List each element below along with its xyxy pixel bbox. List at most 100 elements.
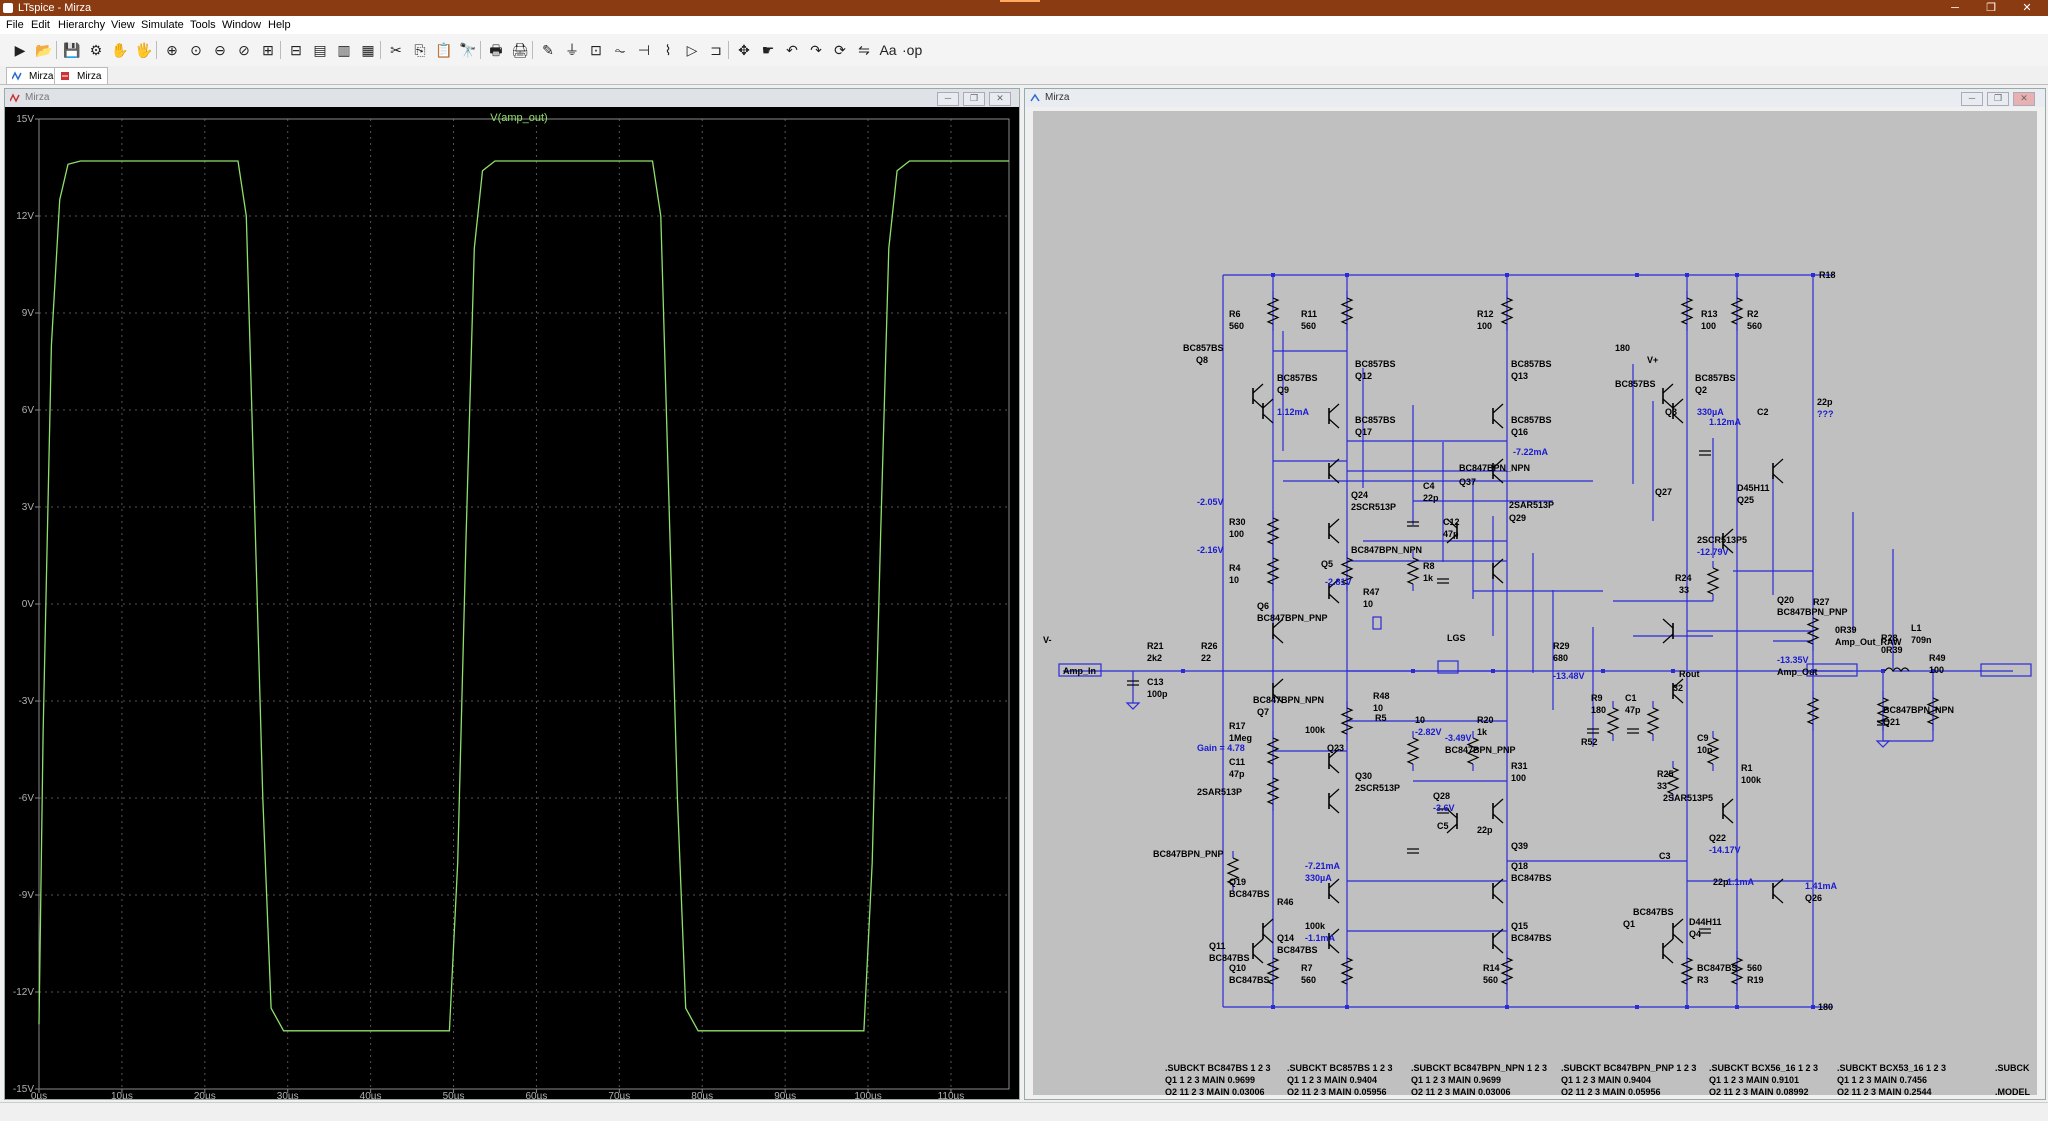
tile-v-icon[interactable]: ▥ <box>337 42 351 58</box>
component-icon[interactable]: ⊐ <box>710 42 722 58</box>
schematic-label[interactable]: -3.6V <box>1433 803 1455 813</box>
schematic-label[interactable]: Q27 <box>1655 487 1672 497</box>
minimize-icon[interactable]: ─ <box>1951 2 1959 14</box>
schematic-label[interactable]: R26 <box>1201 641 1218 651</box>
schematic-label[interactable]: -13.35V <box>1777 655 1809 665</box>
schematic-label[interactable]: R18 <box>1819 270 1836 280</box>
cancel-zoom-icon[interactable]: ⊘ <box>238 42 250 58</box>
schematic-label[interactable]: BC847BPN_NPN <box>1351 545 1422 555</box>
schematic-label[interactable]: 1Meg <box>1229 733 1252 743</box>
menu-tools[interactable]: Tools <box>190 19 216 31</box>
schematic-label[interactable]: 560 <box>1301 975 1316 985</box>
schematic-label[interactable]: BC857BS <box>1355 415 1396 425</box>
schematic-label[interactable]: Q1 <box>1623 919 1635 929</box>
schematic-label[interactable]: V+ <box>1647 355 1658 365</box>
schematic-label[interactable]: 100k <box>1741 775 1762 785</box>
grid-icon[interactable]: ⊟ <box>290 42 302 58</box>
schematic-label[interactable]: Q8 <box>1196 355 1208 365</box>
schematic-label[interactable]: 100 <box>1511 773 1526 783</box>
schematic-label[interactable]: Q30 <box>1355 771 1372 781</box>
schematic-label[interactable]: R27 <box>1813 597 1830 607</box>
drag-icon[interactable]: ☛ <box>761 42 775 58</box>
schematic-label[interactable]: C1 <box>1625 693 1637 703</box>
schematic-label[interactable]: 47p <box>1625 705 1641 715</box>
schematic-label[interactable]: BC857BS <box>1183 343 1224 353</box>
schematic-label[interactable]: 10 <box>1373 703 1383 713</box>
schematic-label[interactable]: 2SCR513P <box>1351 502 1396 512</box>
schematic-label[interactable]: 560 <box>1229 321 1244 331</box>
schematic-label[interactable]: R47 <box>1363 587 1380 597</box>
schematic-label[interactable]: R28 <box>1881 633 1898 643</box>
schematic-label[interactable]: R2 <box>1747 309 1759 319</box>
subckt-line[interactable]: Q1 1 2 3 MAIN 0.9101 <box>1709 1075 1799 1085</box>
schematic-label[interactable]: C2 <box>1757 407 1769 417</box>
schematic-label[interactable]: 100p <box>1147 689 1168 699</box>
schematic-label[interactable]: Amp_Out_RAW <box>1835 637 1902 647</box>
halt-icon[interactable]: ✋ <box>111 42 129 58</box>
schematic-label[interactable]: 2SAR513P5 <box>1663 793 1713 803</box>
schematic-label[interactable]: 560 <box>1301 321 1316 331</box>
schematic-label[interactable]: R52 <box>1581 737 1598 747</box>
schematic-label[interactable]: 1k <box>1423 573 1434 583</box>
schematic-close-icon[interactable]: ✕ <box>2013 92 2035 106</box>
schematic-label[interactable]: BC847BPN_PNP <box>1153 849 1224 859</box>
schematic-label[interactable]: Amp_Out <box>1777 667 1818 677</box>
schematic-label[interactable]: 33 <box>1679 585 1689 595</box>
schematic-label[interactable]: R4 <box>1229 563 1241 573</box>
pan-hand-icon[interactable]: 🖐 <box>135 42 153 58</box>
schematic-label[interactable]: LGS <box>1447 633 1466 643</box>
mirror-icon[interactable]: ⇋ <box>858 42 870 58</box>
schematic-label[interactable]: L1 <box>1911 623 1922 633</box>
schematic-label[interactable]: 2SAR513P <box>1197 787 1242 797</box>
schematic-label[interactable]: D45H11 <box>1737 483 1770 493</box>
schematic-label[interactable]: Q10 <box>1229 963 1246 973</box>
schematic-label[interactable]: R30 <box>1229 517 1246 527</box>
schematic-label[interactable]: BC847BS <box>1229 889 1270 899</box>
pane-restore-icon[interactable]: ❐ <box>963 92 985 106</box>
menu-window[interactable]: Window <box>222 19 262 31</box>
schematic-label[interactable]: 22p <box>1817 397 1833 407</box>
autorange-icon[interactable]: ⊞ <box>262 42 274 58</box>
schematic-label[interactable]: BC847BPN_PNP <box>1257 613 1328 623</box>
schematic-label[interactable]: -14.17V <box>1709 845 1741 855</box>
schematic-label[interactable]: R25 <box>1657 769 1674 779</box>
close-icon[interactable]: ✕ <box>2022 2 2032 14</box>
subckt-line[interactable]: .SUBCK <box>1995 1063 2030 1073</box>
schematic-label[interactable]: R14 <box>1483 963 1500 973</box>
print-icon[interactable]: 🖶 <box>489 42 503 58</box>
schematic-label[interactable]: R7 <box>1301 963 1313 973</box>
redo-icon[interactable]: ↷ <box>810 42 822 58</box>
schematic-label[interactable]: R3 <box>1697 975 1709 985</box>
schematic-label[interactable]: 100 <box>1929 665 1944 675</box>
schematic-label[interactable]: R5 <box>1375 713 1387 723</box>
schematic-label[interactable]: R6 <box>1229 309 1241 319</box>
schematic-label[interactable]: C11 <box>1229 757 1245 767</box>
schematic-label[interactable]: -12.79V <box>1697 547 1729 557</box>
zoom-in-icon[interactable]: ⊕ <box>166 42 178 58</box>
menu-simulate[interactable]: Simulate <box>141 19 184 31</box>
schematic-label[interactable]: Q15 <box>1511 921 1528 931</box>
schematic-minimize-icon[interactable]: ─ <box>1961 92 1983 106</box>
subckt-line[interactable]: .SUBCKT BC847BPN_PNP 1 2 3 <box>1561 1063 1696 1073</box>
schematic-label[interactable]: Q13 <box>1511 371 1528 381</box>
schematic-label[interactable]: 1.1mA <box>1727 877 1755 887</box>
schematic-label[interactable]: ??? <box>1817 409 1834 419</box>
schematic-label[interactable]: 560 <box>1747 321 1762 331</box>
schematic-label[interactable]: Q4 <box>1689 929 1701 939</box>
schematic-label[interactable]: BC847BS <box>1633 907 1674 917</box>
control-panel-icon[interactable]: ⚙ <box>89 42 103 58</box>
schematic-label[interactable]: 1k <box>1477 727 1488 737</box>
schematic-label[interactable]: Q9 <box>1277 385 1289 395</box>
schematic-label[interactable]: Q24 <box>1351 490 1368 500</box>
cut-icon[interactable]: ✂ <box>390 42 402 58</box>
schematic-label[interactable]: R1 <box>1741 763 1753 773</box>
menu-edit[interactable]: Edit <box>31 19 50 31</box>
subckt-line[interactable]: .SUBCKT BC847BS 1 2 3 <box>1165 1063 1271 1073</box>
schematic-label[interactable]: 709n <box>1911 635 1932 645</box>
schematic-label[interactable]: R17 <box>1229 721 1246 731</box>
schematic-label[interactable]: R20 <box>1477 715 1494 725</box>
schematic-label[interactable]: -2.82V <box>1415 727 1442 737</box>
schematic-label[interactable]: Q5 <box>1321 559 1333 569</box>
schematic-label[interactable]: -13.48V <box>1553 671 1585 681</box>
zoom-out-icon[interactable]: ⊖ <box>214 42 226 58</box>
